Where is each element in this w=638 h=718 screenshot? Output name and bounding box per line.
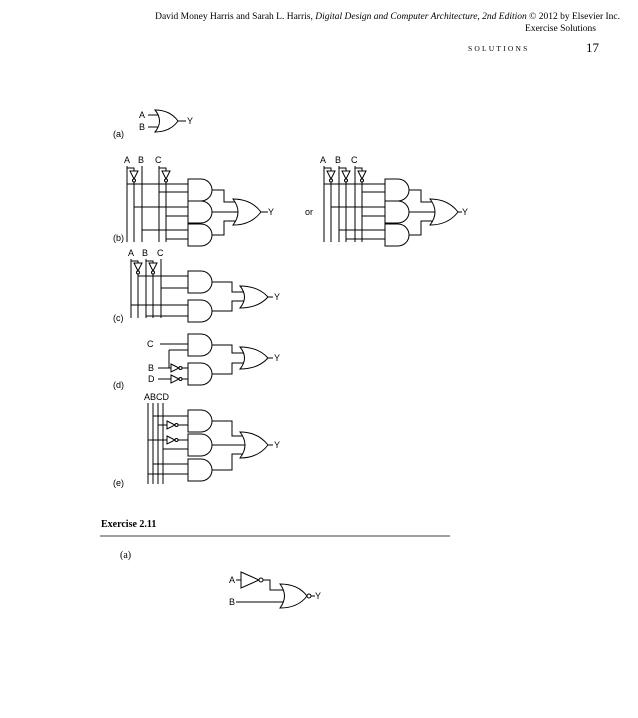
- and-gate-2: [187, 433, 213, 457]
- and-gate-1: [187, 333, 213, 357]
- and-gate-1: [187, 178, 213, 202]
- figure-exercise-a: A B Y: [229, 571, 321, 609]
- part-label-b: (b): [113, 233, 124, 243]
- inverter-b: [148, 262, 158, 273]
- figure-b-right: A B C Y: [320, 155, 468, 247]
- inverter-d: [170, 374, 181, 384]
- output-label-y: Y: [462, 207, 468, 217]
- and-gate-2: [187, 299, 213, 323]
- and-gate-2: [384, 200, 410, 224]
- header-authors: David Money Harris and Sarah L. Harris,: [155, 12, 316, 22]
- signal-label-b: B: [148, 363, 154, 373]
- connector-or: or: [305, 207, 313, 217]
- signal-label-d: D: [148, 374, 155, 384]
- exercise-title: Exercise 2.11: [101, 519, 156, 530]
- part-label-d: (d): [113, 380, 124, 390]
- inverter-a: [129, 170, 139, 181]
- signal-label-a: A: [229, 575, 235, 585]
- and-gate-2: [187, 362, 213, 386]
- output-label-y: Y: [187, 116, 193, 126]
- inverter-a: [166, 435, 177, 445]
- inverter-a: [133, 262, 143, 273]
- or-gate: [238, 346, 269, 370]
- signal-label-b: B: [142, 248, 148, 258]
- inverter-c: [166, 420, 177, 430]
- signal-label-c: C: [147, 339, 154, 349]
- signal-label-a: A: [124, 155, 130, 165]
- inverter-c: [357, 170, 367, 181]
- figure-d: C B D Y (d): [113, 333, 280, 390]
- part-label-e: (e): [113, 478, 124, 488]
- signal-label-b: B: [229, 597, 235, 607]
- figure-e: ABCD Y (e): [113, 392, 280, 488]
- and-gate-2: [187, 200, 213, 224]
- figure-c: A B C Y (c): [113, 248, 280, 323]
- signal-label-a: A: [128, 248, 134, 258]
- figure-b-left: A B C Y (b): [113, 155, 274, 247]
- signal-label-c: C: [155, 155, 162, 165]
- signal-label-c: C: [157, 248, 164, 258]
- signal-label-b: B: [335, 155, 341, 165]
- output-label-y: Y: [274, 292, 280, 302]
- header-book-title: Digital Design and Computer Architecture…: [315, 12, 527, 22]
- signal-label-a: A: [320, 155, 326, 165]
- part-label-c: (c): [113, 313, 124, 323]
- signal-label-b: B: [138, 155, 144, 165]
- nor-gate: [279, 583, 308, 609]
- and-gate-3: [384, 223, 410, 247]
- and-gate-1: [187, 270, 213, 294]
- header-copyright: © 2012 by Elsevier Inc.: [526, 12, 620, 22]
- inverter-c: [161, 170, 171, 181]
- output-label-y: Y: [315, 591, 321, 601]
- and-gate-3: [187, 223, 213, 247]
- exercise-part-label-a: (a): [120, 550, 131, 561]
- page-number: 17: [586, 40, 599, 55]
- header-subtitle: Exercise Solutions: [525, 24, 596, 34]
- and-gate-3: [187, 458, 213, 482]
- or-gate: [231, 198, 262, 226]
- inverter-b: [341, 170, 351, 181]
- inverter-a: [326, 170, 336, 181]
- or-gate: [428, 198, 459, 226]
- output-label-y: Y: [268, 207, 274, 217]
- output-label-y: Y: [274, 440, 280, 450]
- inverter-a: [240, 571, 261, 589]
- figure-a: A B Y (a): [113, 109, 193, 139]
- running-header: David Money Harris and Sarah L. Harris, …: [0, 12, 620, 22]
- section-label: SOLUTIONS: [468, 44, 530, 53]
- or-gate: [153, 109, 179, 133]
- part-label-a: (a): [113, 129, 124, 139]
- output-label-y: Y: [274, 353, 280, 363]
- or-gate: [238, 431, 269, 459]
- signal-label-a: A: [139, 110, 145, 120]
- and-gate-1: [384, 178, 410, 202]
- and-gate-1: [187, 409, 213, 433]
- or-gate: [238, 285, 269, 309]
- signal-label-c: C: [351, 155, 358, 165]
- signal-label-b: B: [139, 122, 145, 132]
- inverter-b: [170, 363, 181, 373]
- signal-label-abcd: ABCD: [144, 392, 170, 402]
